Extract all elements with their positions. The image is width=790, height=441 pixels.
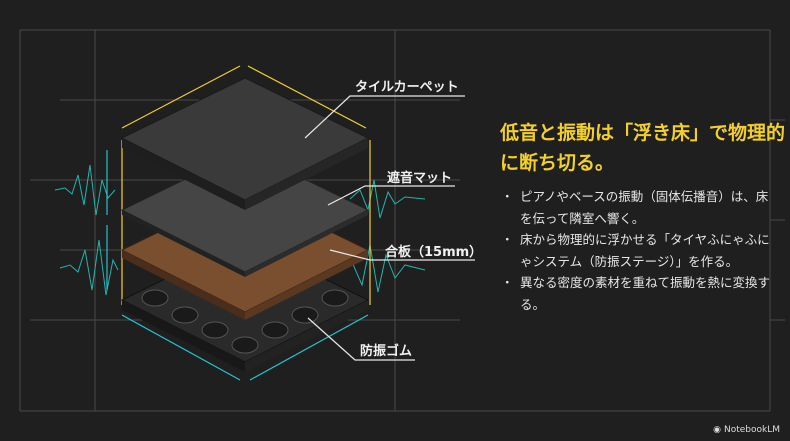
dimension-lines-cyan — [106, 150, 369, 381]
notebooklm-logo-icon: ◉ — [713, 425, 721, 435]
bullet-item: 異なる密度の素材を重ねて振動を熱に変換する。 — [501, 272, 775, 315]
tile-carpet-layer — [120, 77, 370, 210]
label-sound-mat: 遮音マット — [387, 171, 453, 186]
label-plywood: 合板（15mm） — [385, 245, 483, 260]
label-tile-carpet: タイルカーペット — [355, 80, 459, 95]
sound-insulation-mat-layer — [120, 149, 370, 277]
bullet-item: ピアノやベースの振動（固体伝播音）は、床を伝って隣室へ響く。 — [501, 186, 775, 229]
dimension-lines-yellow — [121, 65, 371, 305]
leader-lines — [304, 95, 475, 361]
label-rubber: 防振ゴム — [360, 344, 413, 359]
bullet-item: 床から物理的に浮かせる「タイヤふにゃふにゃシステム（防振ステージ）」を作る。 — [501, 229, 775, 272]
slide-title: 低音と振動は「浮き床」で物理的に断ち切る。 — [500, 122, 786, 174]
vibration-wave-right — [339, 179, 426, 293]
vibration-wave-left — [54, 164, 119, 296]
brand-name: NotebookLM — [723, 425, 780, 435]
bullet-list: ピアノやベースの振動（固体伝播音）は、床を伝って隣室へ響く。 床から物理的に浮か… — [501, 186, 775, 315]
brand-watermark: ◉ NotebookLM — [713, 425, 780, 435]
